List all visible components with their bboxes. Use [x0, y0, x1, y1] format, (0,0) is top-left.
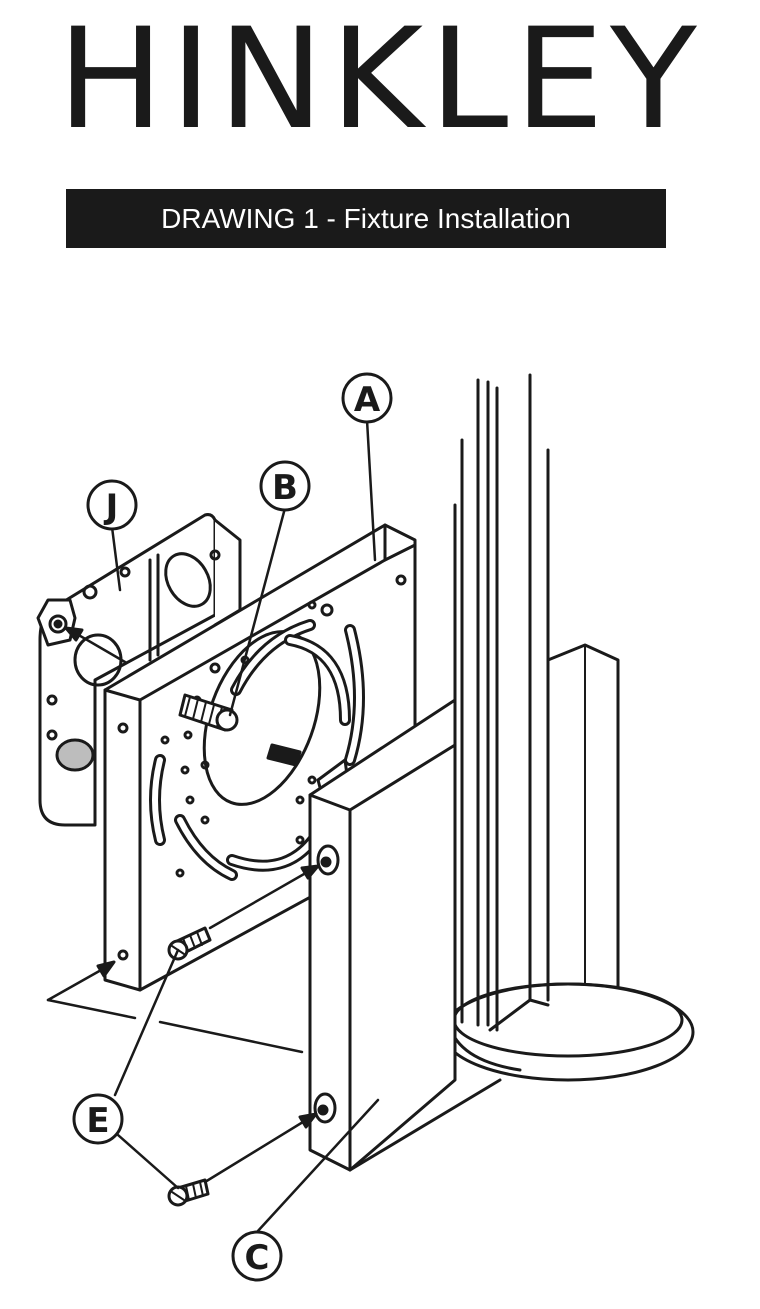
- callout-e-label: E: [86, 1101, 109, 1141]
- crossbar-block: [308, 698, 502, 1172]
- drawing-title: DRAWING 1 - Fixture Installation: [161, 203, 571, 234]
- brand-logo: HINKLEY: [57, 0, 703, 161]
- callout-c-circle: [231, 1230, 283, 1282]
- callout-e-circle: [72, 1093, 124, 1145]
- junction-box: [36, 513, 242, 827]
- callout-c-label: C: [245, 1238, 270, 1278]
- callout-j-circle: [86, 479, 138, 531]
- callout-j-label: J: [104, 487, 119, 527]
- callout-a-label: A: [354, 380, 381, 420]
- post-assembly: [441, 373, 695, 1082]
- drawing-title-banner: DRAWING 1 - Fixture Installation: [66, 189, 666, 248]
- callout-a-circle: [341, 372, 393, 424]
- callout-b-label: B: [272, 468, 298, 508]
- callout-b-circle: [259, 460, 311, 512]
